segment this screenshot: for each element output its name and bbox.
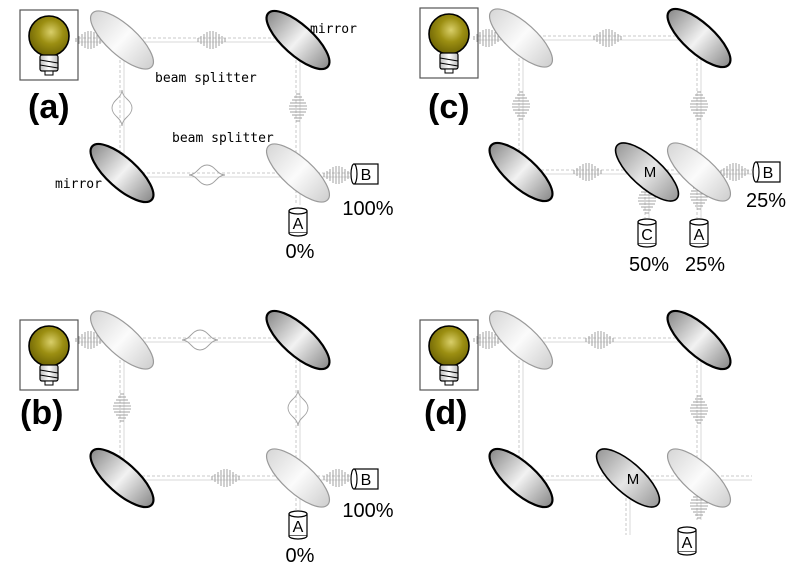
panel-c: M (c) B 25% C 50% A 25% (419, 7, 786, 276)
detector-pct-a-b: 0% (286, 545, 315, 567)
mirror-annotation-bottom: mirror (55, 177, 102, 192)
detector-label-a-c: A (694, 227, 705, 244)
panel-label-b: (b) (20, 394, 63, 432)
detector-pct-b-b: 100% (342, 500, 393, 522)
beam-splitter-2-c (667, 142, 731, 202)
movable-mirror-label-d: M (627, 471, 640, 488)
panel-label-d: (d) (424, 394, 467, 432)
panel-d: M (d) A (419, 309, 752, 556)
mirror-top-right (265, 9, 331, 71)
detector-label-c-c: C (641, 227, 653, 244)
mirror-top-right-d (666, 309, 732, 371)
detector-label-a-b: A (293, 519, 304, 536)
panel-b: (b) B 100% A 0% (19, 309, 394, 567)
detector-pct-a-a: 0% (286, 241, 315, 263)
mirror-bottom-left-d (488, 447, 554, 509)
detector-pct-a-c: 25% (685, 254, 725, 276)
panel-label-a: (a) (28, 88, 70, 126)
movable-mirror-d (595, 448, 661, 508)
beam-splitter-annotation-1: beam splitter (155, 71, 257, 86)
panel-label-c: (c) (428, 88, 470, 126)
detector-label-a-a: A (293, 216, 304, 233)
movable-mirror-c (614, 142, 680, 202)
detector-pct-c-c: 50% (629, 254, 669, 276)
mirror-top-right-b (265, 309, 331, 371)
detector-pct-b-c: 25% (746, 190, 786, 212)
mirror-annotation-top: mirror (310, 22, 357, 37)
beam-splitter-1-d (489, 310, 553, 370)
detector-pct-b-a: 100% (342, 198, 393, 220)
panel-a: mirror beam splitter beam splitter mirro… (19, 9, 394, 263)
beam-splitter-1-b (90, 310, 154, 370)
mirror-top-right-c (666, 7, 732, 69)
mirror-bottom-left (89, 142, 155, 204)
detector-label-b-a: B (361, 167, 372, 184)
detector-label-a-d: A (682, 535, 693, 552)
beam-splitter-2 (266, 143, 330, 203)
beam-splitter-1 (90, 10, 154, 70)
movable-mirror-label-c: M (644, 164, 657, 181)
beam-splitter-annotation-2: beam splitter (172, 131, 274, 146)
beam-splitter-2-b (266, 448, 330, 508)
beam-splitter-2-d (667, 448, 731, 508)
detector-label-b-c: B (763, 165, 774, 182)
mirror-bottom-left-c (488, 141, 554, 203)
detector-label-b-b: B (361, 472, 372, 489)
beam-splitter-1-c (489, 8, 553, 68)
mirror-bottom-left-b (89, 447, 155, 509)
